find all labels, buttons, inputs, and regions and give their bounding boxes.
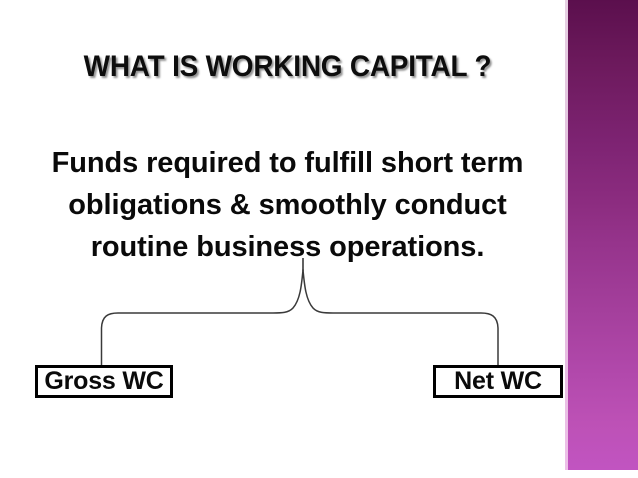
sidebar-edge-accent: [565, 0, 568, 470]
node-gross-wc[interactable]: Gross WC: [35, 365, 173, 398]
definition-line-2: obligations & smoothly conduct: [68, 189, 507, 221]
node-net-wc[interactable]: Net WC: [433, 365, 563, 398]
curly-brace-connector: [100, 258, 499, 366]
decorative-purple-sidebar: [568, 0, 638, 470]
definition-line-3: routine business operations.: [90, 231, 485, 263]
definition-line-1: Funds required to fulfill short term: [51, 147, 524, 179]
page-title: WHAT IS WORKING CAPITAL ?: [83, 50, 492, 83]
definition-paragraph: Funds required to fulfill short term obl…: [10, 142, 565, 268]
